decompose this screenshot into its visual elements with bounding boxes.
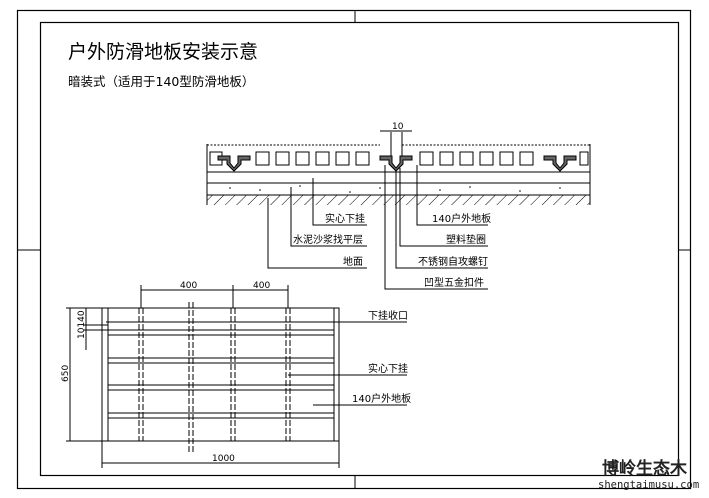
plan-view <box>66 285 407 468</box>
dim-board-width: 10140 <box>77 310 87 339</box>
label-solid-joist: 实心下挂 <box>325 212 365 225</box>
label-ground: 地面 <box>343 255 363 268</box>
label-screw: 不锈钢自攻螺钉 <box>418 255 488 268</box>
dim-width: 1000 <box>212 454 235 464</box>
label-plan-solid-joist: 实心下挂 <box>368 362 408 375</box>
label-decking: 140户外地板 <box>432 212 491 225</box>
label-plan-decking: 140户外地板 <box>352 392 411 405</box>
dim-spacing-1: 400 <box>180 281 197 291</box>
clip-icon <box>217 155 577 172</box>
dim-spacing-2: 400 <box>253 281 270 291</box>
section-view <box>206 130 591 290</box>
drawing-frame <box>16 9 692 490</box>
page-title: 户外防滑地板安装示意 <box>68 41 258 63</box>
label-mortar-layer: 水泥沙浆找平层 <box>293 233 363 246</box>
page-subtitle: 暗装式（适用于140型防滑地板） <box>68 74 254 89</box>
label-edge-trim: 下挂收口 <box>368 309 408 322</box>
label-plastic-washer: 塑料垫圈 <box>446 233 486 246</box>
watermark-brand: 博岭生态木 <box>602 458 688 479</box>
watermark-url: shengtaimusu.com <box>598 479 699 491</box>
label-clip: 凹型五金扣件 <box>424 276 484 289</box>
gap-dimension: 10 <box>392 122 404 132</box>
dim-height: 650 <box>61 365 71 382</box>
